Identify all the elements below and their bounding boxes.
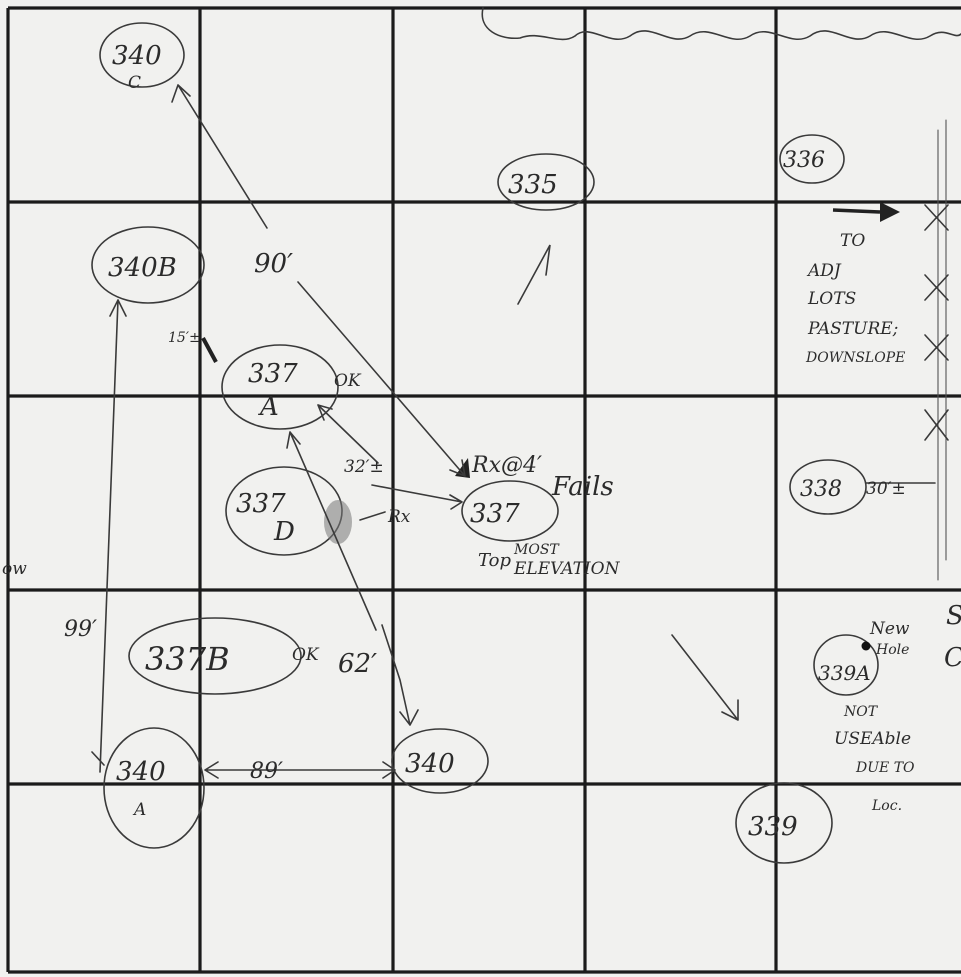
distance-89: 89′ (250, 759, 283, 784)
distance-15: 15′± (168, 330, 201, 346)
note-hole: Hole (875, 642, 909, 658)
distance-32: 32′± (344, 457, 384, 477)
hole-337D-sub: D (273, 517, 295, 547)
hole-335-label: 335 (508, 170, 558, 200)
note-left-edge: ow (2, 559, 27, 579)
note-rx4: Rx@4′ (471, 453, 542, 478)
note-adj-3: LOTS (807, 289, 856, 309)
note-new: New (869, 619, 910, 639)
hole-337A-sub: A (258, 392, 279, 422)
note-top: Top (478, 550, 511, 571)
note-rx: Rx (387, 507, 411, 527)
hole-340A-sub: A (132, 800, 146, 820)
note-adj-2: ADJ (806, 261, 842, 281)
distance-62: 62′ (338, 649, 377, 679)
note-useable: USEAble (834, 729, 911, 749)
cloud-boundary (482, 8, 961, 39)
note-not: NOT (843, 704, 879, 720)
note-loc: Loc. (871, 798, 902, 814)
hole-337top-note: Fails (551, 472, 614, 502)
hole-339A-label: 339A (818, 661, 871, 685)
note-right-edge-2: C (944, 643, 961, 673)
hole-340C-sub: C (128, 73, 141, 93)
hole-labels: 340 C 335 336 340B 337 A OK 337 D 337 Fa… (108, 41, 871, 842)
new-hole-dot (862, 642, 871, 651)
hole-337top-label: 337 (470, 499, 520, 529)
hole-338-label: 338 (800, 477, 842, 502)
marker-15ft (203, 338, 216, 362)
hole-337D-label: 337 (236, 489, 286, 519)
note-adj-5: DOWNSLOPE (805, 350, 905, 366)
shaded-spot (324, 500, 352, 544)
note-adj-1: TO (840, 231, 865, 251)
hole-337B-note: OK (292, 645, 320, 665)
distance-90: 90′ (254, 249, 293, 279)
hole-340A-label: 340 (116, 757, 166, 787)
note-adj-4: PASTURE; (807, 319, 898, 339)
hole-337A-note: OK (334, 371, 362, 391)
note-due-to: DUE TO (855, 760, 915, 776)
distance-99: 99′ (64, 617, 97, 642)
hole-ellipses (92, 23, 878, 863)
hole-337B-label: 337B (145, 640, 230, 678)
note-elevation: ELEVATION (513, 559, 621, 579)
hole-339-label: 339 (748, 812, 798, 842)
note-right-edge-1: S (946, 601, 961, 631)
arrow-to-adj-lots-head (880, 202, 900, 222)
arrow-to-adj-lots (833, 210, 880, 212)
hole-336-label: 336 (783, 148, 825, 173)
hole-340A-circle (104, 728, 204, 848)
distance-30: 30′± (866, 479, 906, 499)
hole-337A-label: 337 (248, 359, 298, 389)
hole-340C-label: 340 (112, 41, 162, 71)
fence-marks (925, 205, 948, 440)
hole-340B-label: 340B (108, 253, 177, 283)
hole-340E-label: 340 (405, 749, 455, 779)
note-most: MOST (513, 542, 560, 558)
